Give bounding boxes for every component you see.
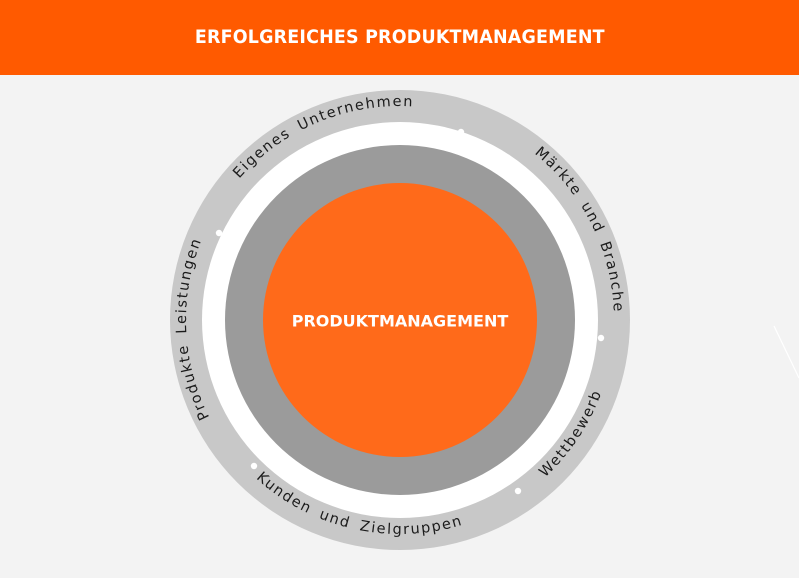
center-label: PRODUKTMANAGEMENT (292, 312, 509, 331)
separator-dot (597, 334, 605, 342)
separator-dot (250, 462, 258, 470)
decorative-line (773, 325, 799, 379)
center-circle (263, 183, 537, 457)
separator-dot (514, 487, 522, 495)
header-bar: ERFOLGREICHES PRODUKTMANAGEMENT (0, 0, 799, 75)
separator-dot (215, 229, 223, 237)
page-title: ERFOLGREICHES PRODUKTMANAGEMENT (194, 26, 605, 48)
separator-dot (457, 128, 465, 136)
